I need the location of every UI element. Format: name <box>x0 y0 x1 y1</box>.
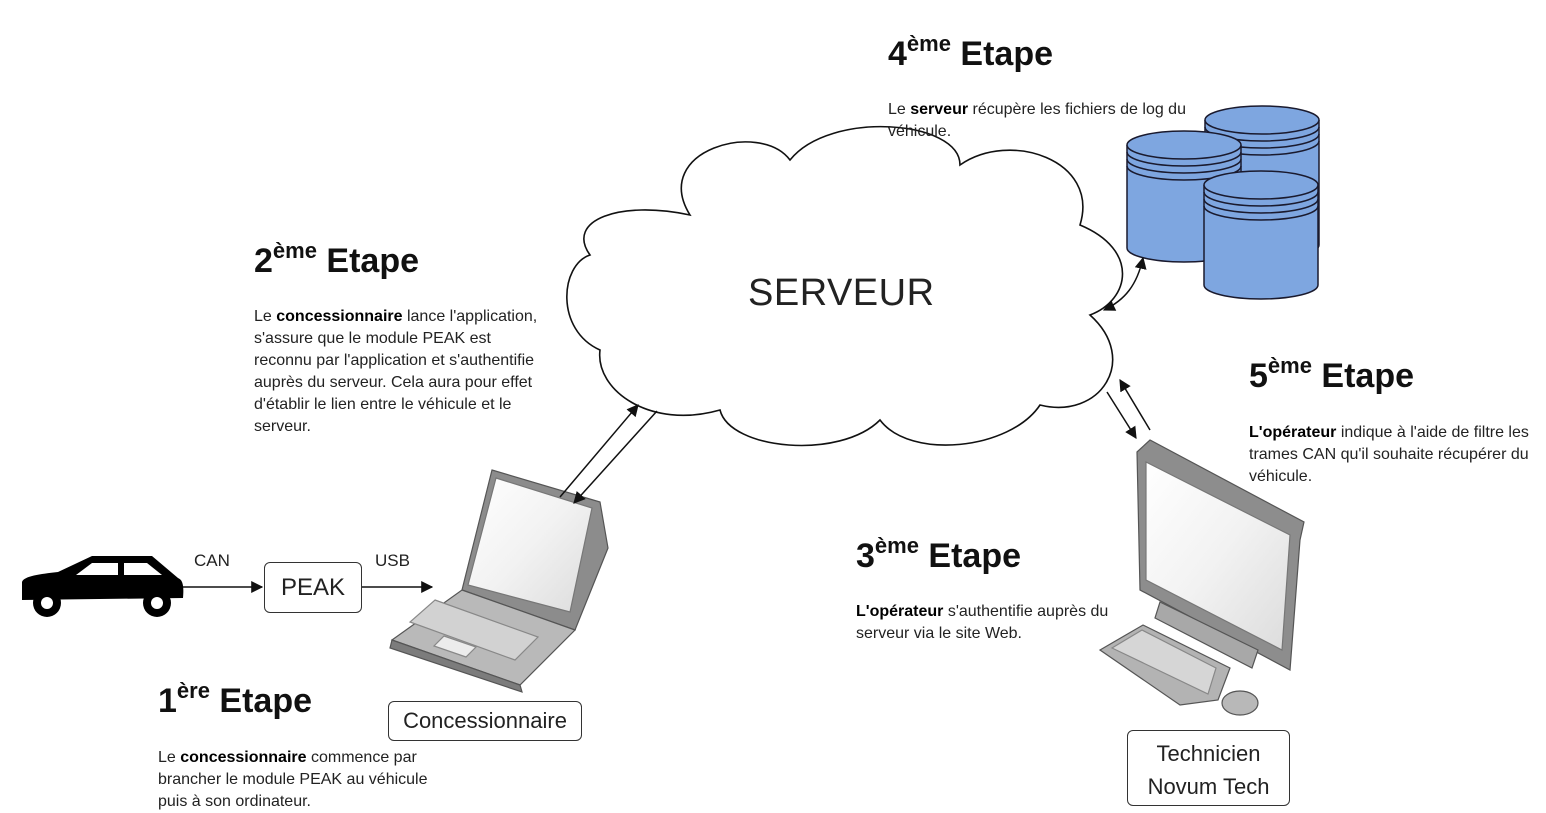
server-database-arrow <box>1102 256 1147 311</box>
car-icon <box>22 556 184 617</box>
server-to-laptop-arrow <box>573 410 658 504</box>
step5-title: 5ème Etape <box>1249 353 1415 395</box>
desktop-to-server-arrow <box>1119 378 1151 431</box>
step2-description: Le concessionnaire lance l'application, … <box>254 308 538 435</box>
server-to-desktop-arrow <box>1106 391 1137 440</box>
step5-description: L'opérateur indique à l'aide de filtre l… <box>1249 424 1529 485</box>
step4-title: 4ème Etape <box>888 31 1054 73</box>
cloud-icon <box>566 125 1124 447</box>
step3-title: 3ème Etape <box>856 533 1022 575</box>
step2-title: 2ème Etape <box>254 238 420 280</box>
can-label: CAN <box>194 551 230 570</box>
step1-description: Le concessionnaire commence par brancher… <box>158 749 428 810</box>
step4-description: Le serveur récupère les fichiers de log … <box>888 101 1186 140</box>
server-label: SERVEUR <box>748 272 935 314</box>
step3-description: L'opérateur s'authentifie auprès du serv… <box>856 603 1109 642</box>
database-icon <box>1126 105 1320 300</box>
technicien-box: Technicien Novum Tech <box>1127 730 1290 806</box>
usb-label: USB <box>375 551 410 570</box>
connectors <box>183 256 1151 593</box>
peak-module-box: PEAK <box>264 562 362 613</box>
technicien-line1: Technicien <box>1156 741 1261 766</box>
desktop-computer-icon <box>1098 439 1305 716</box>
technicien-line2: Novum Tech <box>1147 774 1270 799</box>
step1-title: 1ère Etape <box>158 678 313 720</box>
laptop-icon <box>389 469 609 693</box>
concessionnaire-box: Concessionnaire <box>388 701 582 741</box>
laptop-to-server-arrow <box>559 404 639 498</box>
